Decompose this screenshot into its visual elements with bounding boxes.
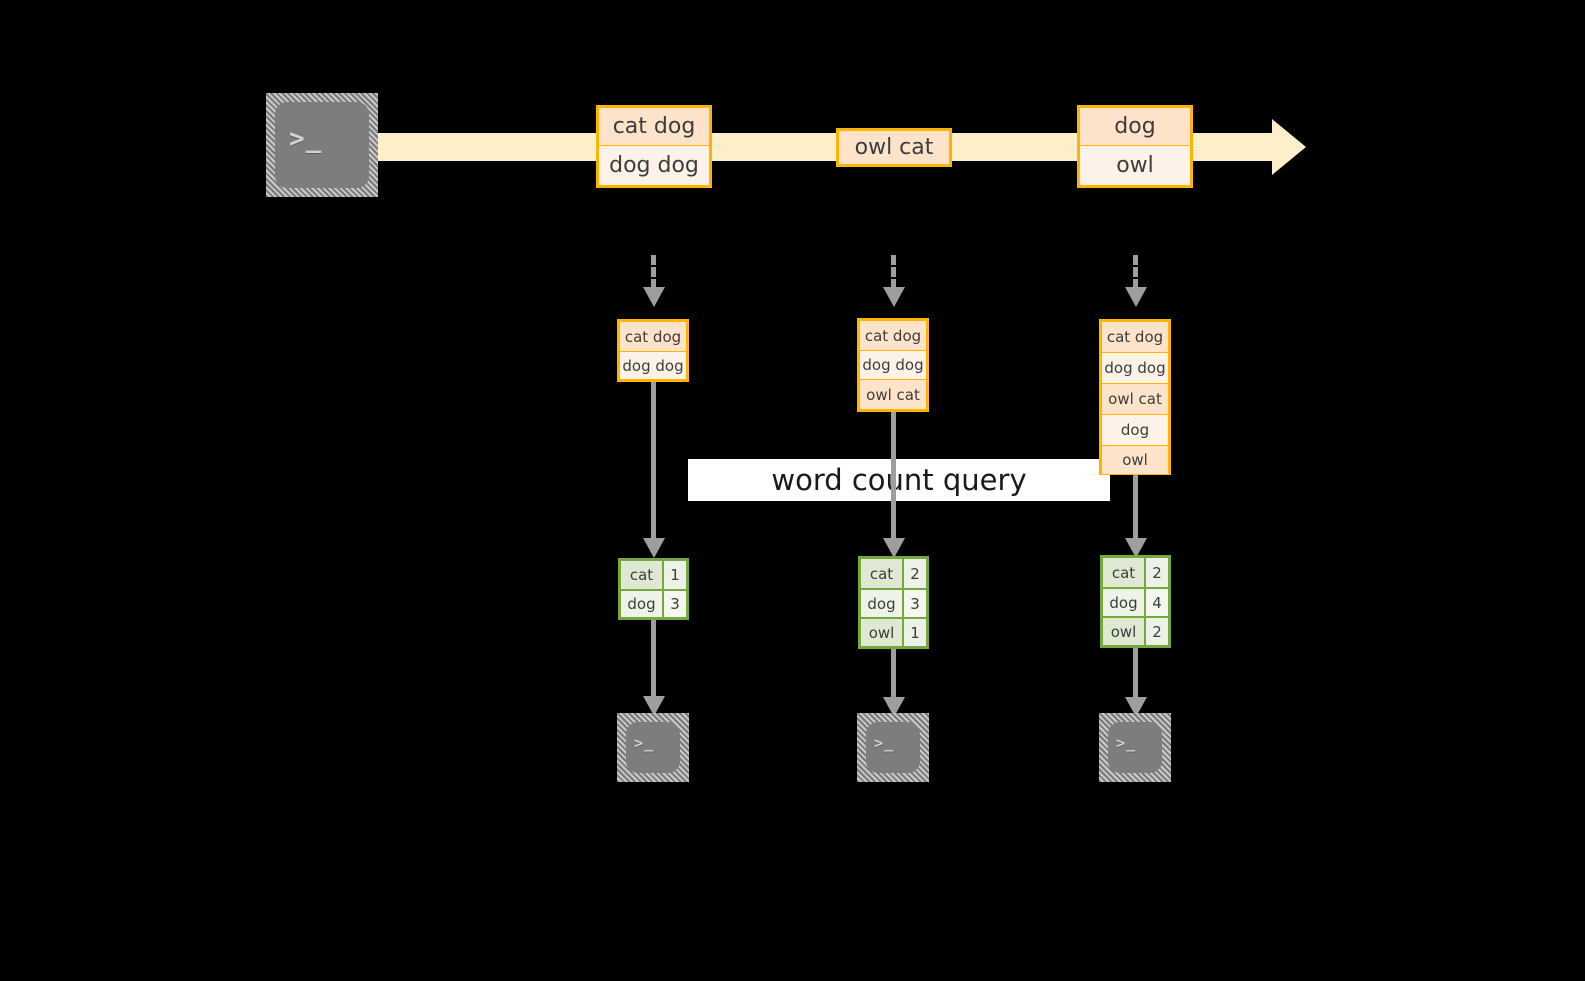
count-cell: 4 xyxy=(1146,589,1168,616)
word-cell: owl xyxy=(861,619,904,646)
table-row: cat 1 xyxy=(621,561,686,591)
buffer-record: cat dog xyxy=(1102,322,1168,353)
buffer-record: cat dog xyxy=(860,321,926,351)
stream-arrow-head xyxy=(1272,119,1306,175)
buffer-record: dog dog xyxy=(1102,353,1168,384)
word-cell: dog xyxy=(861,590,904,617)
word-cell: dog xyxy=(1103,589,1146,616)
terminal-prompt-glyph: >_ xyxy=(874,734,895,752)
sink-terminal-icon-2[interactable]: >_ xyxy=(857,713,929,782)
count-cell: 2 xyxy=(1146,558,1168,587)
sink-terminal-icon-1[interactable]: >_ xyxy=(617,713,689,782)
query-label: word count query xyxy=(771,463,1027,497)
sink-arrow-1 xyxy=(643,620,665,718)
stream-record: cat dog xyxy=(599,108,709,146)
stream-group-2[interactable]: owl cat xyxy=(836,128,952,167)
buffer-record: dog dog xyxy=(620,352,686,379)
buffer-record: owl xyxy=(1102,446,1168,474)
word-cell: cat xyxy=(621,561,664,589)
query-arrow-1 xyxy=(643,382,665,560)
buffer-record: owl cat xyxy=(860,380,926,409)
buffer-record: owl cat xyxy=(1102,384,1168,415)
table-row: owl 2 xyxy=(1103,618,1168,645)
query-arrow-2 xyxy=(883,412,905,560)
count-cell: 3 xyxy=(904,590,926,617)
stream-record: owl cat xyxy=(839,131,949,164)
word-cell: cat xyxy=(1103,558,1146,587)
stream-record: owl xyxy=(1080,146,1190,185)
count-cell: 1 xyxy=(904,619,926,646)
table-row: cat 2 xyxy=(861,559,926,590)
stream-record: dog dog xyxy=(599,146,709,185)
terminal-prompt-glyph: >_ xyxy=(1116,734,1137,752)
terminal-prompt-glyph: >_ xyxy=(634,734,655,752)
result-table-3[interactable]: cat 2 dog 4 owl 2 xyxy=(1100,555,1171,648)
word-cell: owl xyxy=(1103,618,1146,645)
sink-terminal-icon-3[interactable]: >_ xyxy=(1099,713,1171,782)
terminal-body: >_ xyxy=(626,722,680,773)
stream-record: dog xyxy=(1080,108,1190,146)
feed-arrow-2 xyxy=(883,255,905,307)
table-row: cat 2 xyxy=(1103,558,1168,589)
result-table-2[interactable]: cat 2 dog 3 owl 1 xyxy=(858,556,929,649)
count-cell: 2 xyxy=(1146,618,1168,645)
result-table-1[interactable]: cat 1 dog 3 xyxy=(618,558,689,620)
table-row: dog 3 xyxy=(621,591,686,617)
buffer-stack-2[interactable]: cat dog dog dog owl cat xyxy=(857,318,929,412)
stream-group-1[interactable]: cat dog dog dog xyxy=(596,105,712,188)
buffer-stack-3[interactable]: cat dog dog dog owl cat dog owl xyxy=(1099,319,1171,475)
buffer-stack-1[interactable]: cat dog dog dog xyxy=(617,319,689,382)
count-cell: 2 xyxy=(904,559,926,588)
feed-arrow-3 xyxy=(1125,255,1147,307)
count-cell: 1 xyxy=(664,561,686,589)
terminal-body: >_ xyxy=(1108,722,1162,773)
table-row: dog 4 xyxy=(1103,589,1168,618)
query-label-band xyxy=(688,459,1110,501)
table-row: dog 3 xyxy=(861,590,926,619)
query-arrow-3 xyxy=(1125,475,1147,560)
terminal-body: >_ xyxy=(275,102,369,188)
terminal-prompt-glyph: >_ xyxy=(289,124,323,154)
sink-arrow-3 xyxy=(1125,648,1147,719)
buffer-record: dog dog xyxy=(860,351,926,380)
word-cell: dog xyxy=(621,591,664,617)
word-cell: cat xyxy=(861,559,904,588)
buffer-record: dog xyxy=(1102,415,1168,446)
feed-arrow-1 xyxy=(643,255,665,307)
table-row: owl 1 xyxy=(861,619,926,646)
terminal-body: >_ xyxy=(866,722,920,773)
buffer-record: cat dog xyxy=(620,322,686,352)
sink-arrow-2 xyxy=(883,649,905,719)
source-terminal-icon[interactable]: >_ xyxy=(266,93,378,197)
count-cell: 3 xyxy=(664,591,686,617)
stream-group-3[interactable]: dog owl xyxy=(1077,105,1193,188)
